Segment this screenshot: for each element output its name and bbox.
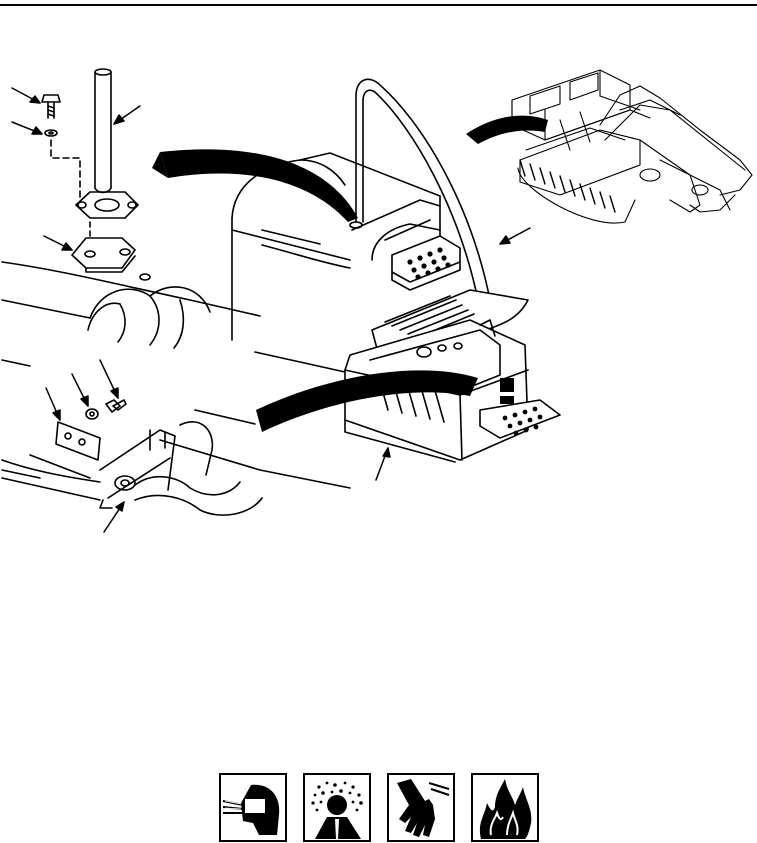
flying-particles-icon [303,773,371,842]
callout-arrow-washer-lower [71,373,89,407]
locator-arrow-lower [256,370,478,432]
locator-arrows [152,115,548,432]
callout-arrow-bolt [99,359,119,399]
engine-hood-drawing [1,261,351,501]
guard-assembly-drawing [344,78,561,463]
tailpipe-drawing [1,399,263,516]
callout-arrow-washer [11,121,43,135]
callout-arrow-muffler [375,447,391,481]
exhaust-stack-drawing [41,68,139,273]
locator-arrow-right [466,115,548,144]
exhaust-removal-illustration [1,68,753,533]
header-rule [0,4,757,6]
callout-arrow-gasket [43,235,73,251]
locator-arrow-upper [160,149,358,222]
hot-surface-hand-icon [387,773,455,842]
fire-hazard-icon [471,773,539,842]
callout-arrow-bracket [45,387,61,421]
engine-cover-drawing [231,152,441,341]
callout-arrow-clamp [103,501,125,533]
callout-arrow-capscrew [11,87,41,104]
callout-arrows [11,87,531,533]
callout-arrow-pipe [113,105,141,125]
warning-icons-row [219,773,539,843]
callout-arrow-guard [499,227,531,245]
eye-protection-icon [219,773,287,842]
excavator-locator-drawing [511,69,753,224]
